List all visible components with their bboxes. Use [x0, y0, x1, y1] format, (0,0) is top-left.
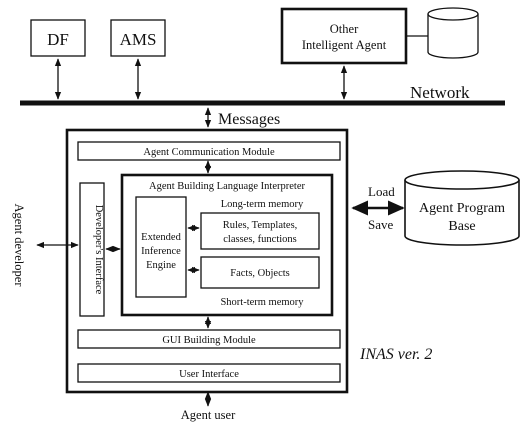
load-label: Load [368, 184, 395, 199]
gui-building-module: GUI Building Module [77, 329, 341, 349]
interpreter-title: Agent Building Language Interpreter [149, 181, 305, 192]
inas-version-label: INAS ver. 2 [359, 346, 432, 363]
user-interface: User Interface [77, 363, 341, 383]
agent-communication-module: Agent Communication Module [77, 141, 341, 161]
short-term-memory-label: Short-term memory [220, 297, 304, 308]
user-interface-label: User Interface [179, 369, 239, 380]
rules-templates-box: Rules, Templates, classes, functions [200, 212, 320, 250]
developers-interface-label: Developer's Interface [93, 205, 104, 295]
facts-objects-box: Facts, Objects [200, 256, 320, 289]
facts-label: Facts, Objects [230, 268, 290, 279]
df-node: DF [30, 19, 86, 57]
network-label: Network [410, 83, 470, 102]
gui-building-module-label: GUI Building Module [162, 335, 256, 346]
database-cylinder-icon [427, 7, 479, 59]
other-agent-label-line2: Intelligent Agent [302, 38, 387, 52]
program-base-label-line2: Base [448, 219, 475, 234]
extended-inference-engine: Extended Inference Engine [135, 196, 187, 298]
engine-label-line2: Inference [141, 246, 181, 257]
df-label: DF [47, 30, 69, 49]
program-base-label-line1: Agent Program [419, 201, 505, 216]
engine-label-line1: Extended [141, 232, 181, 243]
agent-program-base-cylinder: Agent Program Base [404, 170, 520, 246]
developers-interface: Developer's Interface [79, 182, 105, 317]
other-agent-label-line1: Other [330, 22, 359, 36]
ams-node: AMS [110, 19, 166, 57]
messages-label: Messages [218, 111, 280, 128]
rules-label-line1: Rules, Templates, [223, 220, 298, 231]
agent-developer-label: Agent developer [12, 204, 26, 288]
agent-communication-module-label: Agent Communication Module [143, 147, 275, 158]
agent-user-label: Agent user [181, 408, 236, 422]
rules-label-line2: classes, functions [223, 234, 297, 245]
save-label: Save [368, 217, 394, 232]
ams-label: AMS [120, 30, 157, 49]
other-intelligent-agent-node: Other Intelligent Agent [280, 7, 408, 65]
engine-label-line3: Engine [146, 260, 176, 271]
long-term-memory-label: Long-term memory [221, 199, 304, 210]
